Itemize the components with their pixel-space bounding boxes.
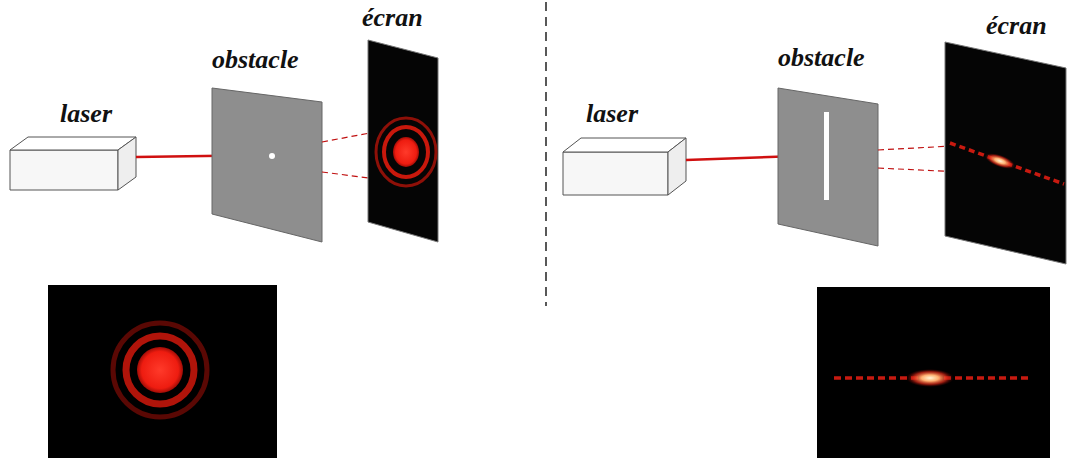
fringe-photo-pattern bbox=[834, 369, 1032, 387]
laser-box bbox=[10, 137, 136, 190]
part-label: écran bbox=[986, 12, 1047, 41]
part-label: laser bbox=[60, 100, 112, 129]
photo-rings bbox=[48, 285, 277, 458]
slit-pattern bbox=[950, 143, 1064, 184]
photo-fringes bbox=[817, 287, 1050, 458]
obstacle-plate bbox=[212, 88, 322, 242]
laser-box bbox=[563, 138, 686, 195]
slit bbox=[824, 112, 829, 200]
part-label: obstacle bbox=[778, 44, 865, 73]
screen bbox=[368, 40, 438, 242]
ring-pattern bbox=[376, 118, 436, 186]
part-label: laser bbox=[586, 100, 638, 129]
divider bbox=[545, 2, 547, 306]
screen bbox=[945, 42, 1066, 264]
pinhole bbox=[269, 153, 275, 159]
part-label: écran bbox=[362, 4, 423, 33]
part-label: obstacle bbox=[212, 46, 299, 75]
ring-photo-pattern bbox=[113, 323, 207, 417]
beam-edge bbox=[878, 146, 952, 150]
obstacle-plate bbox=[778, 88, 878, 246]
